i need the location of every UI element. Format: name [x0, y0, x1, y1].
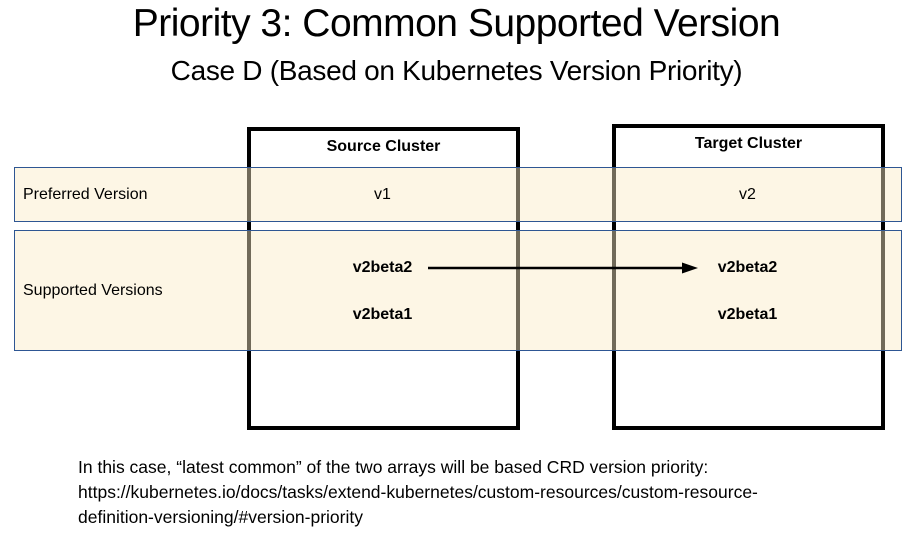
target-supported-versions: v2beta2 v2beta1	[611, 231, 884, 350]
supported-versions-label: Supported Versions	[23, 281, 163, 299]
source-supported-version-1: v2beta2	[352, 259, 413, 276]
target-supported-version-1: v2beta2	[717, 259, 778, 276]
footnote-line-1: In this case, “latest common” of the two…	[78, 457, 709, 477]
footnote-url-line-2: definition-versioning/#version-priority	[78, 507, 363, 527]
source-preferred-version: v1	[374, 185, 391, 203]
source-supported-versions: v2beta2 v2beta1	[246, 231, 519, 350]
footnote: In this case, “latest common” of the two…	[78, 455, 858, 530]
supported-versions-row: Supported Versions v2beta2 v2beta1 v2bet…	[14, 230, 902, 351]
page-title: Priority 3: Common Supported Version	[132, 2, 781, 45]
source-cluster-box: Source Cluster	[247, 127, 520, 430]
version-mapping-arrow	[428, 262, 698, 274]
target-supported-version-2: v2beta1	[717, 306, 778, 323]
target-cluster-box: Target Cluster	[612, 124, 885, 430]
footnote-url-line-1: https://kubernetes.io/docs/tasks/extend-…	[78, 482, 758, 502]
preferred-version-label: Preferred Version	[23, 185, 148, 203]
preferred-version-row: Preferred Version v1 v2	[14, 167, 902, 222]
source-supported-version-2: v2beta1	[352, 306, 413, 323]
source-cluster-title: Source Cluster	[326, 138, 441, 155]
target-cluster-title: Target Cluster	[694, 135, 803, 152]
target-preferred-version: v2	[739, 185, 756, 203]
page-subtitle: Case D (Based on Kubernetes Version Prio…	[170, 55, 743, 86]
